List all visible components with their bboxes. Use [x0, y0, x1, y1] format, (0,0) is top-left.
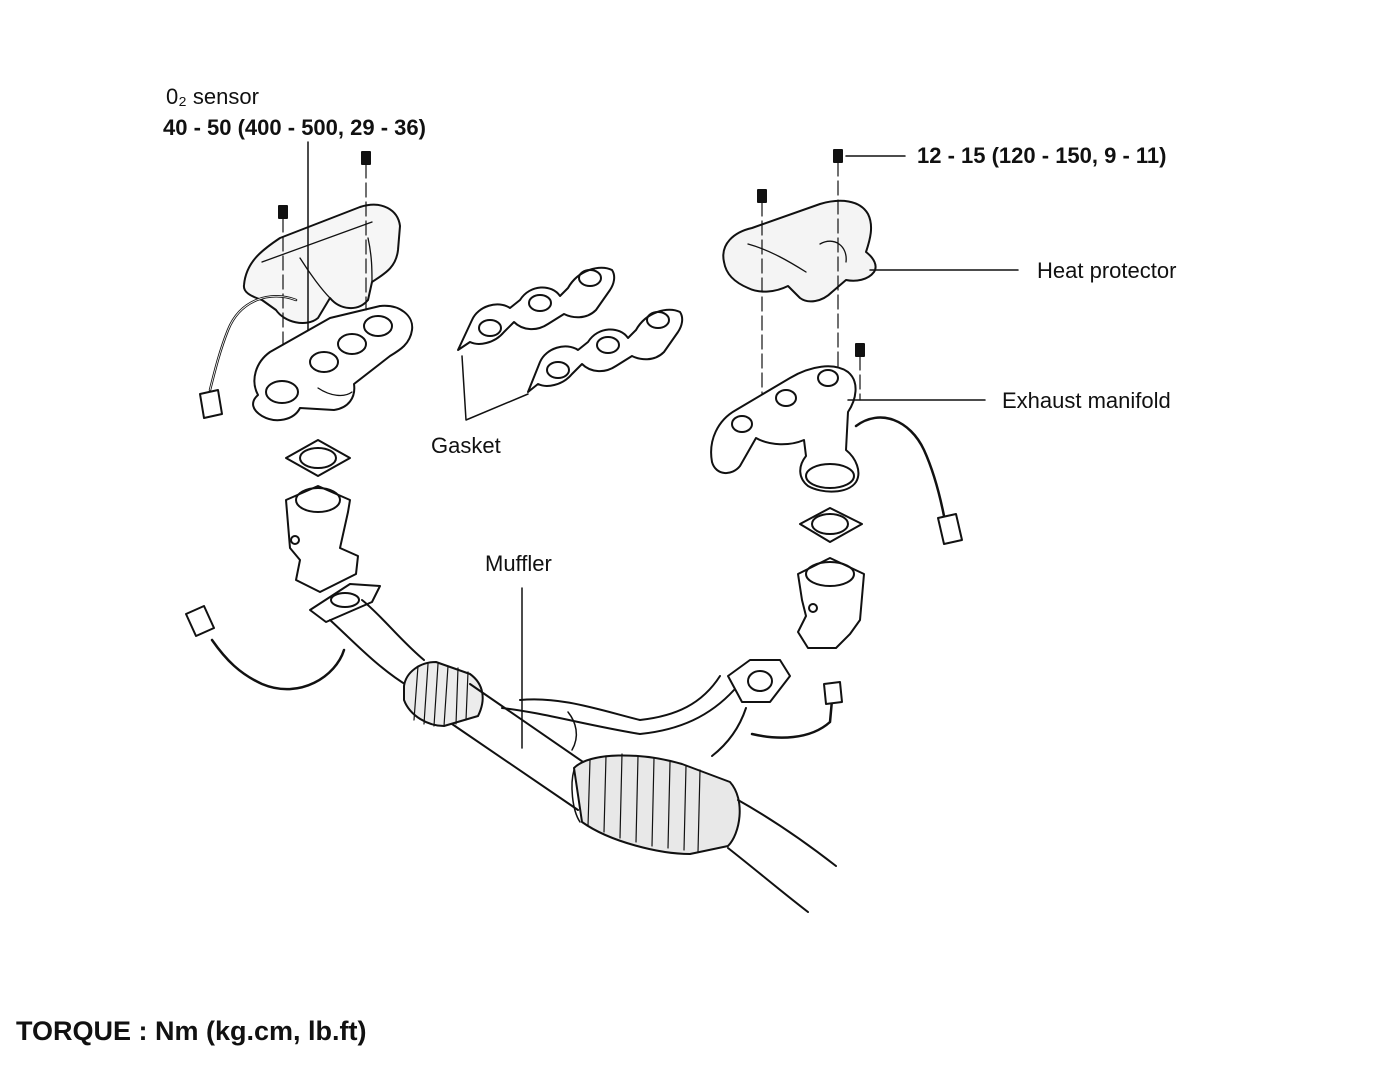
gasket-leaders — [461, 355, 529, 421]
left-flange-gasket — [285, 439, 351, 477]
right-exhaust-manifold — [710, 365, 860, 493]
left-pipe-flange — [309, 583, 381, 623]
left-catalytic-converter — [285, 485, 359, 593]
heat-protector-torque-label: 12 - 15 (120 - 150, 9 - 11) — [917, 143, 1167, 168]
left-heat-protector — [242, 203, 401, 325]
muffler-label: Muffler — [485, 551, 552, 576]
main-exhaust-pipe — [451, 683, 837, 913]
left-o2-sensor-wire — [199, 295, 298, 419]
gasket-label: Gasket — [431, 433, 501, 458]
front-pipe-left-sensor — [185, 605, 346, 691]
left-exhaust-manifold — [252, 304, 414, 422]
heat-protector-label: Heat protector — [1037, 258, 1177, 283]
left-bolt-2 — [361, 151, 371, 311]
front-pipe — [329, 599, 791, 757]
right-bolt-1 — [757, 189, 767, 411]
torque-units-label: TORQUE : Nm (kg.cm, lb.ft) — [16, 1016, 367, 1046]
flexible-joint-left — [403, 661, 484, 727]
left-bolt-1 — [278, 205, 288, 346]
right-bolt-3 — [855, 343, 865, 401]
o2-sensor-label: 0₂ sensor — [166, 84, 259, 109]
right-heat-protector — [722, 199, 877, 303]
right-flange-gasket — [799, 507, 863, 543]
gasket-upper — [457, 266, 616, 351]
exhaust-manifold-label: Exhaust manifold — [1002, 388, 1171, 413]
right-catalytic-converter — [797, 557, 865, 649]
front-pipe-o2-sensor — [750, 681, 843, 739]
right-bolt-2 — [833, 149, 906, 381]
gasket-lower — [527, 308, 684, 393]
right-o2-sensor-wire — [854, 416, 963, 545]
o2-sensor-torque-label: 40 - 50 (400 - 500, 29 - 36) — [163, 115, 426, 140]
